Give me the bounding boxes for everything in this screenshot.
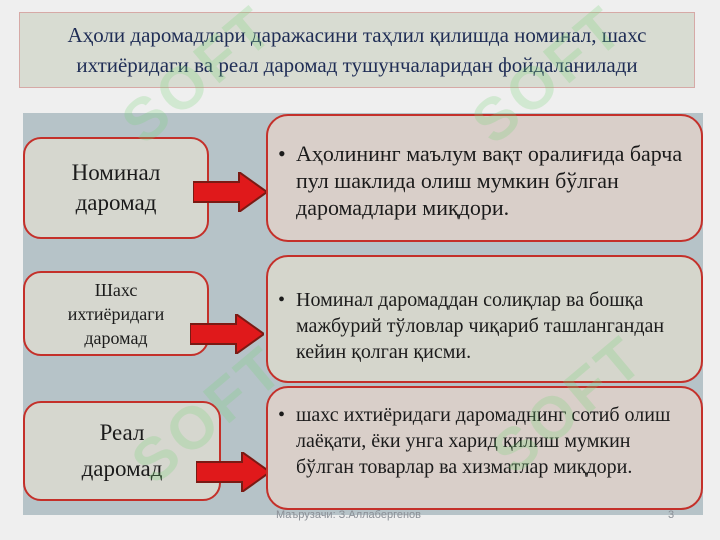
- definition-text: Аҳолининг маълум вақт оралиғида барча пу…: [296, 141, 683, 220]
- page-number: 3: [668, 509, 675, 521]
- term-label: Реал даромад: [81, 420, 163, 481]
- definition-nominal-income: • Аҳолининг маълум вақт оралиғида барча …: [266, 114, 703, 242]
- term-label: Номинал даромад: [71, 160, 161, 215]
- bullet-icon: •: [278, 404, 286, 426]
- definition-disposable-income: • Номинал даромаддан солиқлар ва бошқа м…: [266, 255, 703, 383]
- slide-title: Аҳоли даромадлари даражасини таҳлил қили…: [19, 12, 695, 88]
- term-real-income: Реал даромад: [23, 401, 221, 501]
- definition-text: Номинал даромаддан солиқлар ва бошқа маж…: [296, 289, 665, 363]
- footer-author: Маърузачи: З.Аллабергенов: [276, 509, 422, 521]
- bullet-icon: •: [278, 289, 286, 311]
- term-label: Шахс ихтиёридаги даромад: [67, 279, 165, 348]
- definition-text: шахс ихтиёридаги даромаднинг сотиб олиш …: [296, 404, 671, 478]
- arrow-right-icon: [190, 314, 264, 354]
- term-disposable-income: Шахс ихтиёридаги даромад: [23, 271, 209, 356]
- bullet-icon: •: [278, 141, 286, 166]
- definition-real-income: • шахс ихтиёридаги даромаднинг сотиб оли…: [266, 386, 703, 510]
- arrow-right-icon: [196, 452, 270, 492]
- term-nominal-income: Номинал даромад: [23, 137, 209, 239]
- arrow-right-icon: [193, 172, 267, 212]
